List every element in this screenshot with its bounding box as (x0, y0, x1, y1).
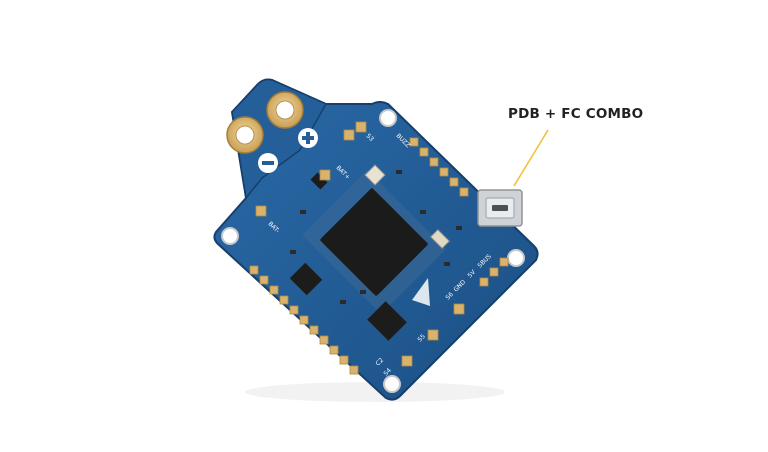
direction-arrow (412, 278, 430, 306)
solder-pads (249, 121, 509, 375)
gyro-chip (289, 262, 323, 296)
callout-line (513, 129, 549, 187)
silk-5v: 5V (466, 268, 477, 279)
mounting-holes (221, 109, 525, 393)
button (364, 164, 386, 186)
regulator-chip (367, 301, 407, 341)
small-chip (310, 172, 328, 190)
callout-label: PDB + FC COMBO (508, 106, 644, 122)
silk-s6: S6 (444, 291, 454, 301)
silk-s5: S5 (416, 333, 426, 343)
crystal (430, 229, 450, 249)
battery-pad-positive (266, 91, 304, 129)
smd-components (290, 170, 462, 304)
silk-s3: S3 (365, 132, 375, 142)
mcu-chip (301, 169, 447, 315)
battery-pad-negative (226, 116, 264, 154)
silk-c2: C2 (374, 357, 385, 368)
usb-port (477, 189, 523, 227)
silk-s4: S4 (382, 367, 392, 377)
